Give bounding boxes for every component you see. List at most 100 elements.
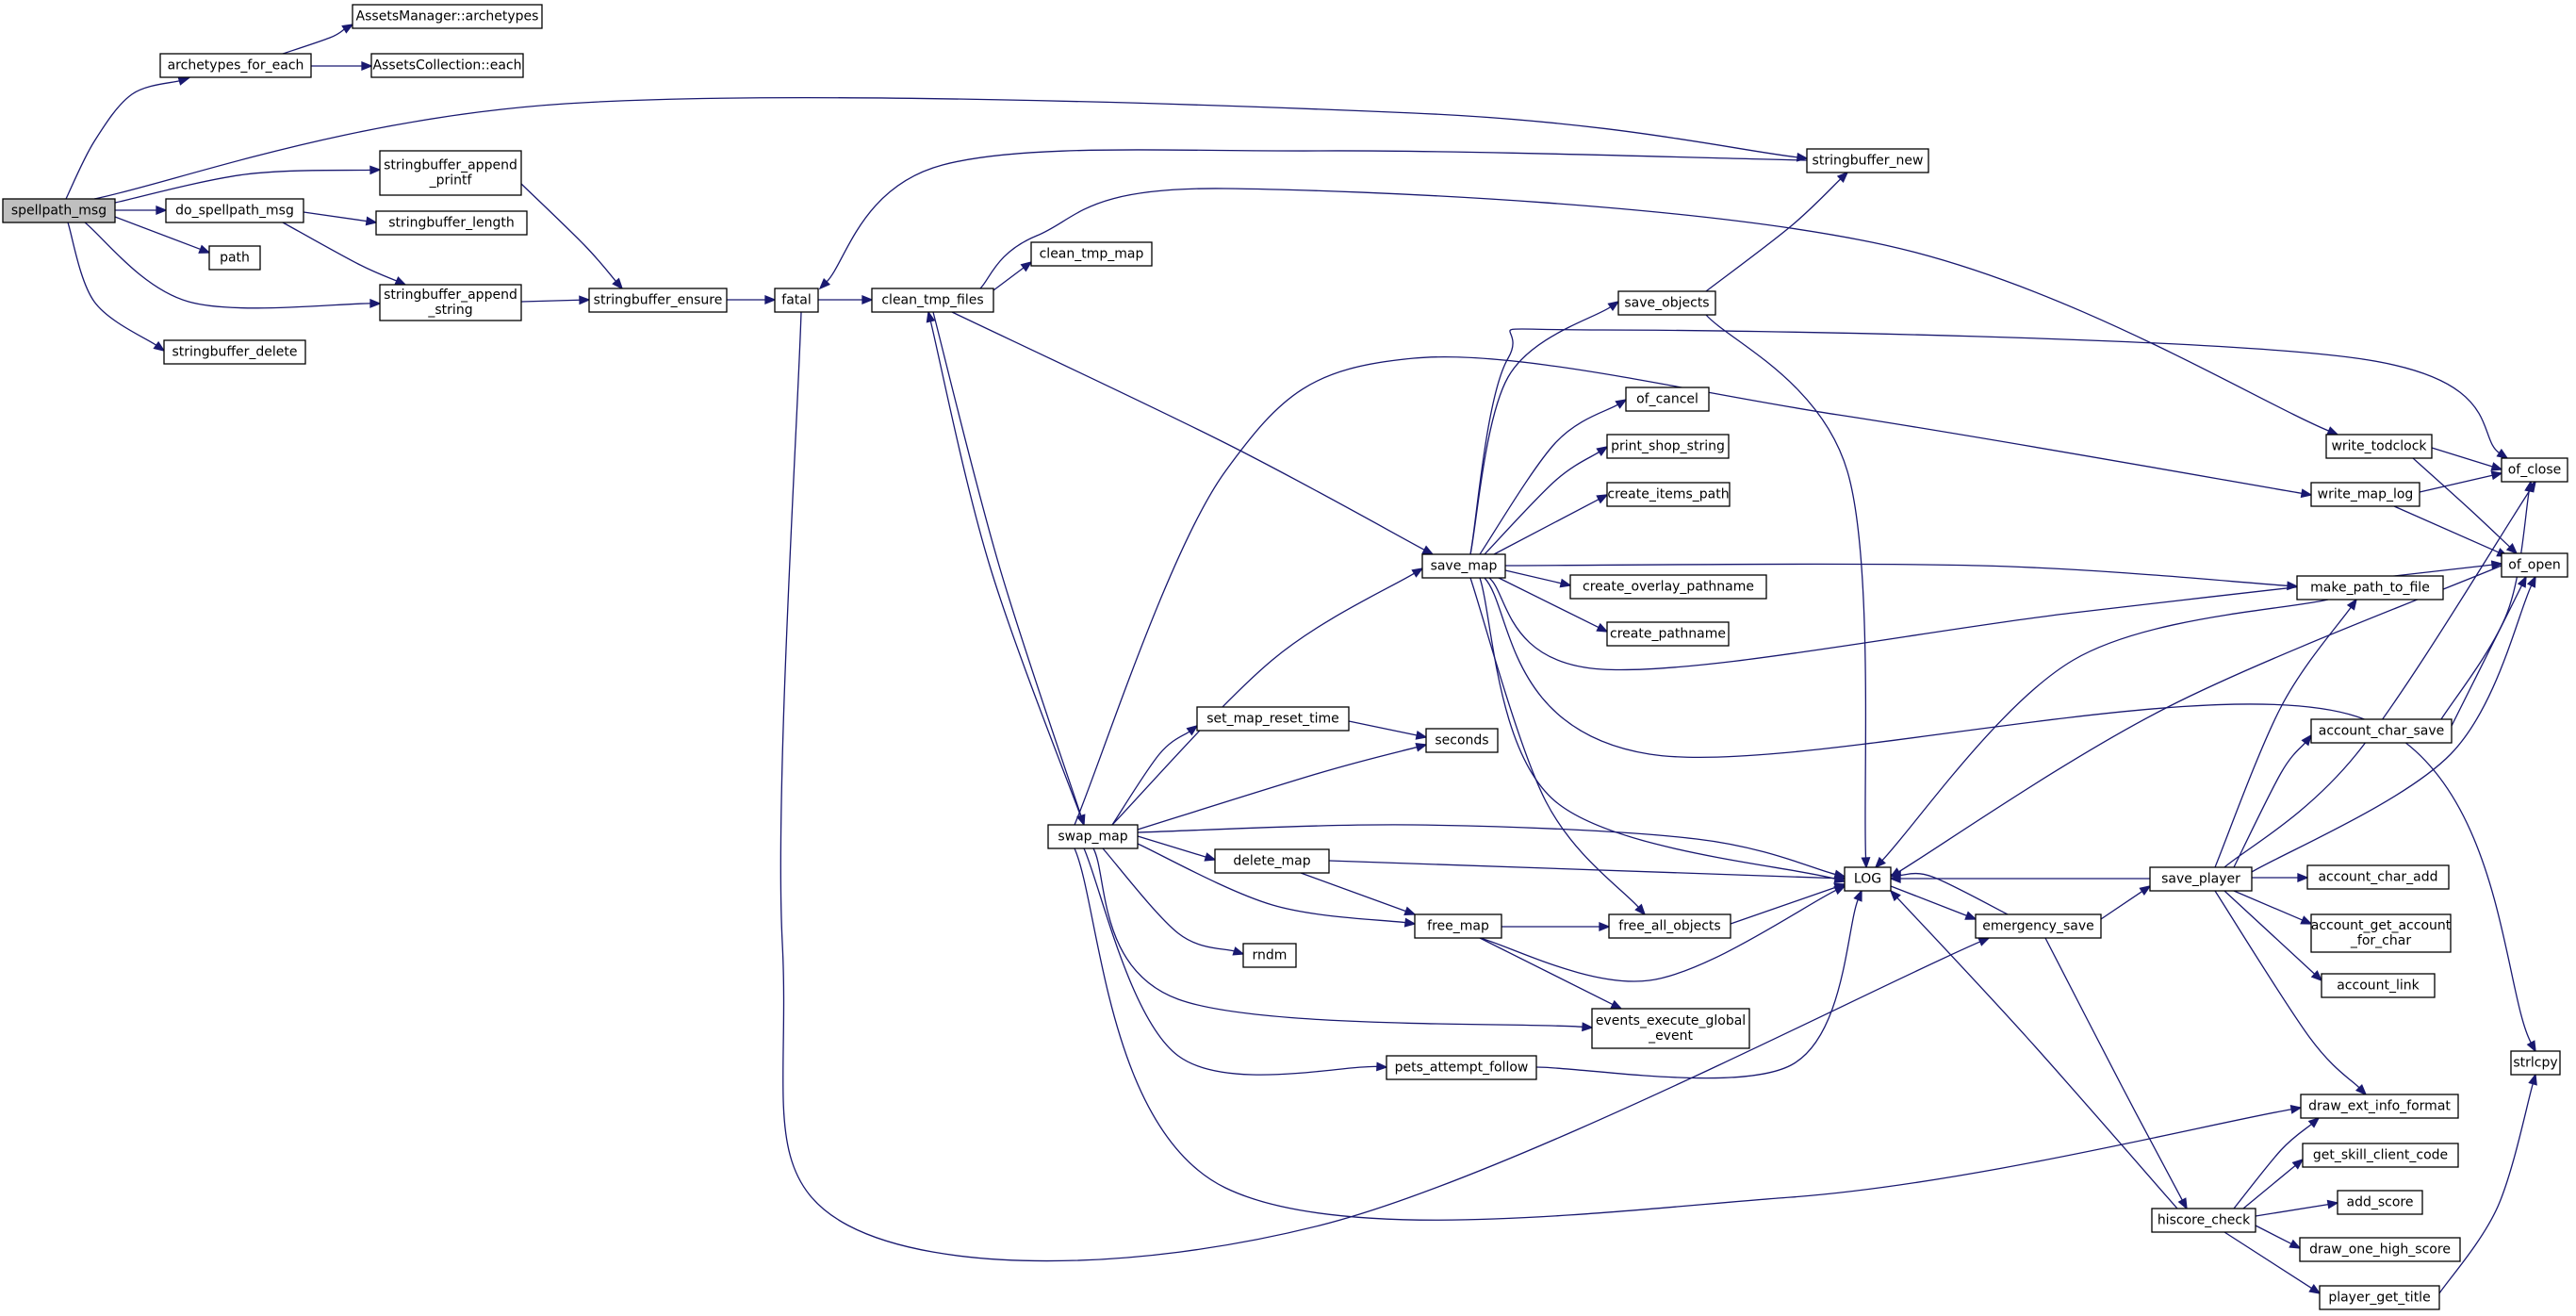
edge-arrowhead — [1607, 301, 1620, 312]
function-node-hiscore_check[interactable]: hiscore_check — [2151, 1208, 2256, 1233]
edge-line — [929, 321, 1085, 826]
function-node-draw_one_high_score[interactable]: draw_one_high_score — [2299, 1237, 2461, 1262]
function-node-player_get_title[interactable]: player_get_title — [2319, 1285, 2440, 1310]
function-node-get_skill_client_code[interactable]: get_skill_client_code — [2302, 1143, 2459, 1168]
node-box — [2299, 1237, 2461, 1262]
function-node-save_objects[interactable]: save_objects — [1617, 290, 1716, 316]
function-node-save_map[interactable]: save_map — [1421, 553, 1506, 579]
node-box — [352, 4, 543, 29]
function-node-LOG[interactable]: LOG — [1844, 866, 1892, 892]
function-node-set_map_reset_time[interactable]: set_map_reset_time — [1196, 706, 1350, 732]
edge-arrowhead — [1411, 568, 1424, 578]
function-node-account_link[interactable]: account_link — [2321, 973, 2436, 998]
function-node-clean_tmp_map[interactable]: clean_tmp_map — [1030, 241, 1153, 267]
edge-line — [1092, 847, 1583, 1028]
edge-arrowhead — [1889, 889, 1901, 902]
call-edge-spellpath_msg-to-path — [114, 216, 211, 254]
function-node-swap_map[interactable]: swap_map — [1047, 824, 1139, 849]
function-node-draw_ext_info_format[interactable]: draw_ext_info_format — [2300, 1094, 2459, 1119]
function-node-make_path_to_file[interactable]: make_path_to_file — [2296, 575, 2444, 600]
function-node-AssetsCollection_each[interactable]: AssetsCollection::each — [370, 53, 524, 78]
node-box — [1806, 148, 1929, 173]
function-node-create_overlay_pathname[interactable]: create_overlay_pathname — [1569, 574, 1767, 600]
node-label: of_open — [2508, 558, 2560, 573]
edge-line — [1479, 403, 1618, 555]
function-node-of_open[interactable]: of_open — [2501, 552, 2568, 578]
edge-line — [1137, 824, 1836, 876]
node-label: stringbuffer_ensure — [594, 293, 723, 308]
node-box — [871, 288, 994, 313]
function-node-strlcpy[interactable]: strlcpy — [2510, 1050, 2561, 1076]
edge-arrowhead — [1610, 999, 1623, 1010]
function-node-path[interactable]: path — [208, 245, 261, 271]
edge-arrowhead — [1403, 917, 1417, 928]
edge-line — [2451, 584, 2523, 727]
function-node-save_player[interactable]: save_player — [2149, 866, 2253, 892]
function-node-spellpath_msg[interactable]: spellpath_msg — [2, 198, 116, 223]
function-node-rndm[interactable]: rndm — [1242, 943, 1297, 968]
function-node-AssetsManager_archetypes[interactable]: AssetsManager::archetypes — [352, 4, 543, 29]
node-label: print_shop_string — [1611, 439, 1725, 454]
call-edge-write_todclock-to-of_close — [2431, 447, 2503, 471]
function-node-pets_attempt_follow[interactable]: pets_attempt_follow — [1386, 1055, 1537, 1080]
function-node-account_char_add[interactable]: account_char_add — [2306, 864, 2450, 890]
call-edge-delete_map-to-LOG — [1328, 860, 1846, 883]
function-node-add_score[interactable]: add_score — [2337, 1190, 2423, 1215]
function-node-account_get_account_for_char[interactable]: account_get_account_for_char — [2310, 913, 2452, 953]
function-node-create_items_path[interactable]: create_items_path — [1606, 482, 1731, 507]
function-node-stringbuffer_length[interactable]: stringbuffer_length — [375, 210, 528, 236]
node-label: stringbuffer_delete — [172, 345, 297, 360]
node-label: save_objects — [1624, 296, 1709, 311]
edge-arrowhead — [1232, 946, 1245, 956]
edge-arrowhead — [177, 76, 190, 86]
function-node-of_close[interactable]: of_close — [2501, 457, 2568, 483]
function-node-clean_tmp_files[interactable]: clean_tmp_files — [871, 288, 994, 313]
call-edge-save_map-to-print_shop_string — [1484, 446, 1609, 555]
call-edge-swap_map-to-pets_attempt_follow — [1083, 847, 1388, 1076]
edge-line — [2223, 890, 2316, 975]
node-box — [1591, 1008, 1750, 1049]
function-node-of_cancel[interactable]: of_cancel — [1625, 387, 1710, 412]
function-node-stringbuffer_new[interactable]: stringbuffer_new — [1806, 148, 1929, 173]
edge-arrowhead — [2300, 488, 2313, 499]
node-label: stringbuffer_append — [384, 288, 517, 303]
edge-arrowhead — [2490, 470, 2503, 481]
function-node-write_map_log[interactable]: write_map_log — [2310, 482, 2420, 507]
function-node-free_all_objects[interactable]: free_all_objects — [1608, 913, 1731, 939]
node-box — [2319, 1285, 2440, 1310]
edge-line — [1074, 847, 2292, 1221]
edge-arrowhead — [2496, 448, 2509, 459]
edge-line — [1479, 577, 1836, 880]
function-node-create_pathname[interactable]: create_pathname — [1606, 621, 1730, 647]
function-node-delete_map[interactable]: delete_map — [1214, 848, 1330, 874]
function-node-events_execute_global_event[interactable]: events_execute_global_event — [1591, 1008, 1750, 1049]
node-label: stringbuffer_new — [1813, 154, 1924, 169]
function-node-fatal[interactable]: fatal — [774, 288, 819, 313]
node-label: seconds — [1435, 733, 1488, 748]
node-box — [208, 245, 261, 271]
node-label: create_overlay_pathname — [1583, 580, 1754, 595]
function-node-stringbuffer_delete[interactable]: stringbuffer_delete — [163, 339, 306, 365]
edge-line — [1535, 899, 1859, 1079]
function-node-stringbuffer_append_string[interactable]: stringbuffer_append_string — [379, 284, 522, 321]
function-node-emergency_save[interactable]: emergency_save — [1975, 913, 2102, 939]
function-node-seconds[interactable]: seconds — [1425, 728, 1499, 753]
function-node-stringbuffer_append_printf[interactable]: stringbuffer_append_printf — [379, 150, 522, 196]
call-edge-LOG-to-emergency_save — [1890, 885, 1977, 920]
function-node-write_todclock[interactable]: write_todclock — [2325, 434, 2433, 459]
function-node-account_char_save[interactable]: account_char_save — [2310, 718, 2453, 744]
function-node-do_spellpath_msg[interactable]: do_spellpath_msg — [165, 198, 304, 223]
node-label: AssetsManager::archetypes — [356, 9, 539, 25]
node-box — [1608, 913, 1731, 939]
node-label: _event — [1648, 1028, 1693, 1044]
function-node-stringbuffer_ensure[interactable]: stringbuffer_ensure — [588, 288, 728, 313]
node-box — [1425, 728, 1499, 753]
function-node-archetypes_for_each[interactable]: archetypes_for_each — [159, 53, 312, 78]
edge-arrowhead — [1615, 399, 1628, 409]
edge-line — [1469, 306, 1612, 555]
call-edge-spellpath_msg-to-stringbuffer_append_string — [84, 222, 382, 309]
call-edge-swap_map-to-delete_map — [1137, 835, 1217, 862]
function-node-free_map[interactable]: free_map — [1414, 913, 1502, 939]
function-node-print_shop_string[interactable]: print_shop_string — [1606, 434, 1730, 459]
edge-line — [2223, 1231, 2312, 1290]
